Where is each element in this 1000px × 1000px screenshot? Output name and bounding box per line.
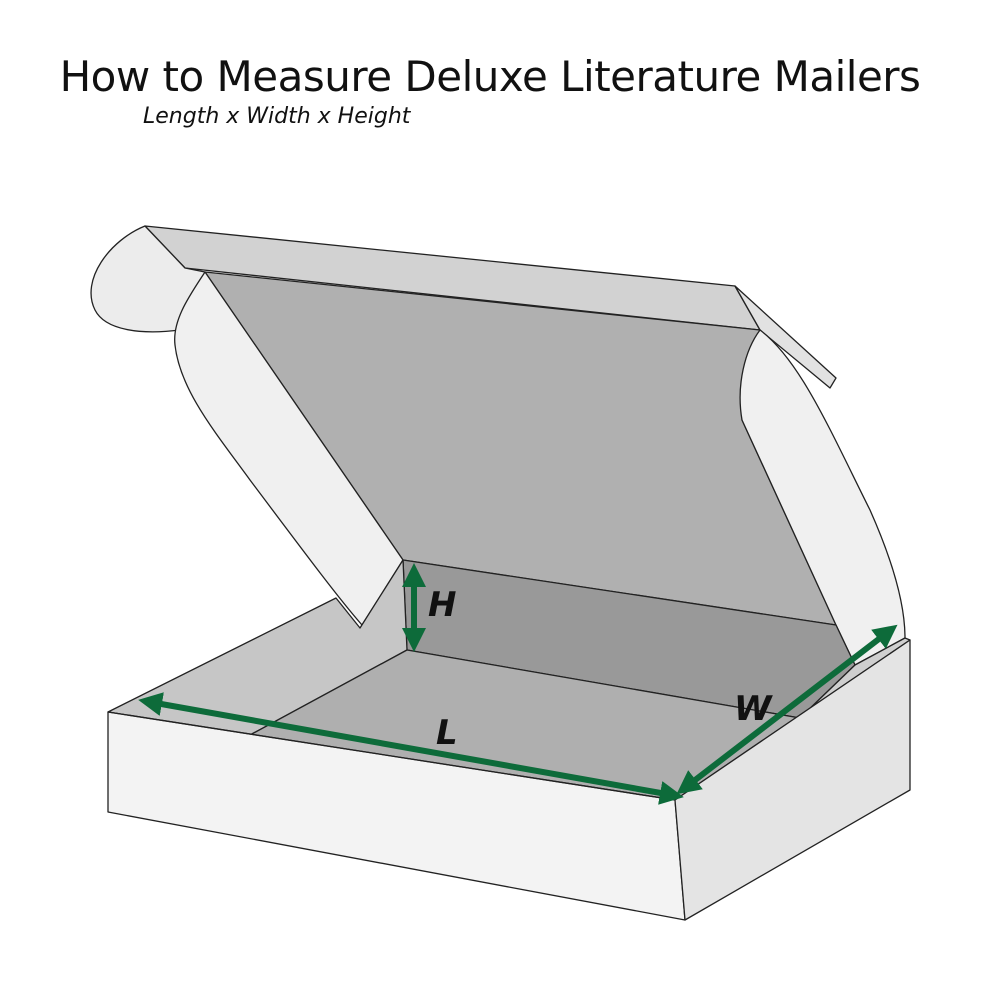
lid-left-side-flap [174,271,404,626]
width-label: W [734,689,773,729]
lid-right-tab [734,285,837,389]
page-subtitle: Length x Width x Height [143,104,411,129]
lid-left-tab [90,225,206,333]
page-title: How to Measure Deluxe Literature Mailers [59,52,921,101]
lid-right-side-flap [739,329,906,666]
width-arrow [676,624,898,795]
length-arrow [138,692,684,805]
height-label: H [428,585,456,625]
length-label: L [436,713,458,753]
